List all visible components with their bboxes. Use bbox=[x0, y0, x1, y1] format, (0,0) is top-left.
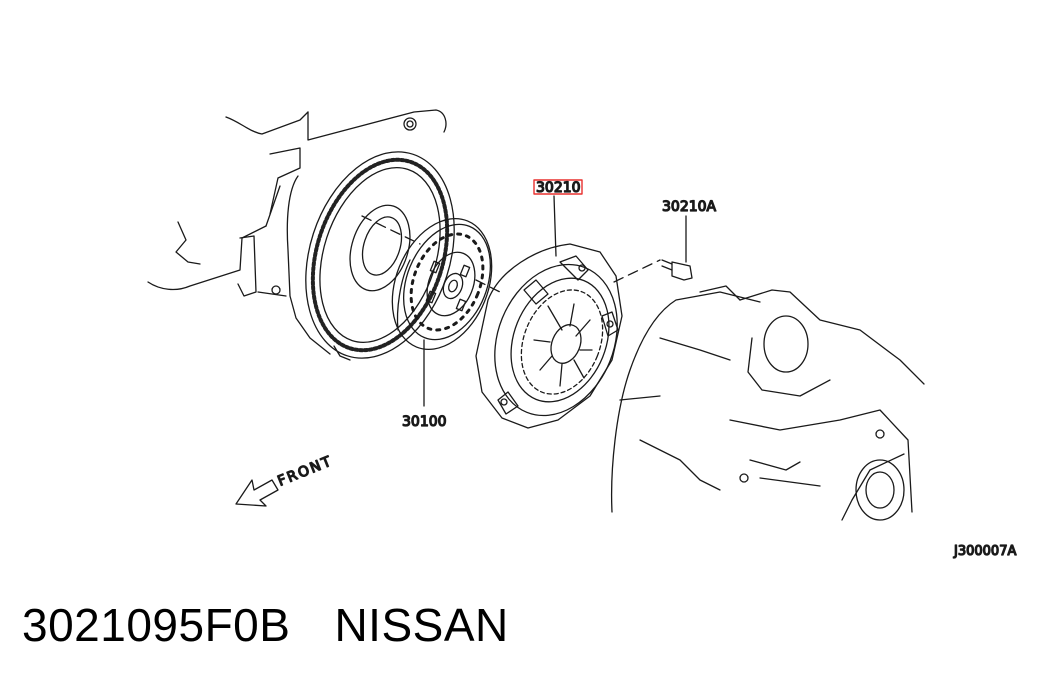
engine-block bbox=[147, 109, 447, 355]
flywheel bbox=[305, 151, 455, 361]
bolt-guide-line bbox=[613, 259, 661, 283]
front-label: FRONT bbox=[276, 453, 336, 489]
callout-highlight-box bbox=[533, 179, 583, 195]
figure-code: J300007A bbox=[953, 544, 1016, 559]
callout-30210: 30210 bbox=[536, 180, 581, 196]
callout-30100: 30100 bbox=[402, 414, 447, 430]
center-axis-line bbox=[361, 215, 421, 245]
part-number: 3021095F0B bbox=[22, 599, 291, 651]
clutch-disc bbox=[391, 217, 493, 351]
front-direction-arrow bbox=[235, 479, 279, 507]
pressure-plate bbox=[475, 243, 623, 429]
bolt bbox=[661, 215, 693, 281]
transmission-housing bbox=[610, 285, 925, 521]
part-caption: 3021095F0B NISSAN bbox=[22, 598, 553, 652]
callout-30210A: 30210A bbox=[662, 199, 717, 215]
leader-line-30210 bbox=[553, 195, 557, 257]
brand-name: NISSAN bbox=[334, 599, 509, 651]
